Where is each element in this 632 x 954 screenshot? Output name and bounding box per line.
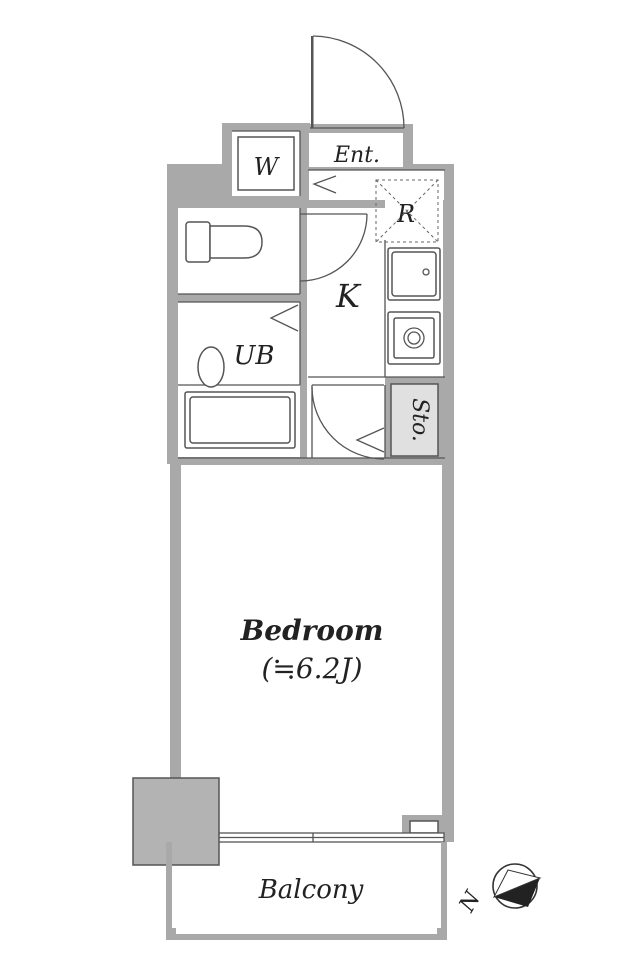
toilet-door [299, 213, 368, 282]
stove-icon [387, 311, 441, 365]
bathtub-icon [184, 391, 296, 449]
entrance-door [310, 35, 405, 129]
bedroom-corner-fixture [402, 815, 444, 837]
refrigerator-space [375, 179, 439, 243]
bedroom-area [181, 465, 442, 833]
refrigerator-label: R [396, 200, 415, 228]
outdoor-unit [132, 777, 220, 866]
basin-icon [197, 346, 225, 388]
bedroom-size-label: (≒6.2J) [261, 652, 362, 685]
bedroom-label: Bedroom [240, 614, 384, 647]
balcony-label: Balcony [258, 875, 364, 905]
door-swing-icon [312, 35, 405, 129]
entrance-label: Ent. [333, 143, 380, 168]
storage-label: Sto. [407, 398, 432, 442]
bath-label: UB [233, 341, 274, 371]
compass-north-label: N [454, 887, 486, 918]
kitchen-area [307, 208, 385, 458]
washer-box [237, 136, 295, 191]
kitchen-label: K [335, 277, 362, 315]
entrance-area [309, 133, 403, 167]
sink-icon [387, 247, 441, 301]
storage-closet [390, 383, 439, 457]
toilet-icon [185, 221, 263, 263]
chevron-icon [312, 175, 337, 194]
balcony-area [166, 842, 447, 940]
compass-icon [492, 863, 542, 909]
chevron-icon [269, 304, 299, 332]
chevron-icon [355, 427, 385, 453]
bedroom-door [311, 384, 385, 460]
washer-label: W [254, 153, 281, 181]
